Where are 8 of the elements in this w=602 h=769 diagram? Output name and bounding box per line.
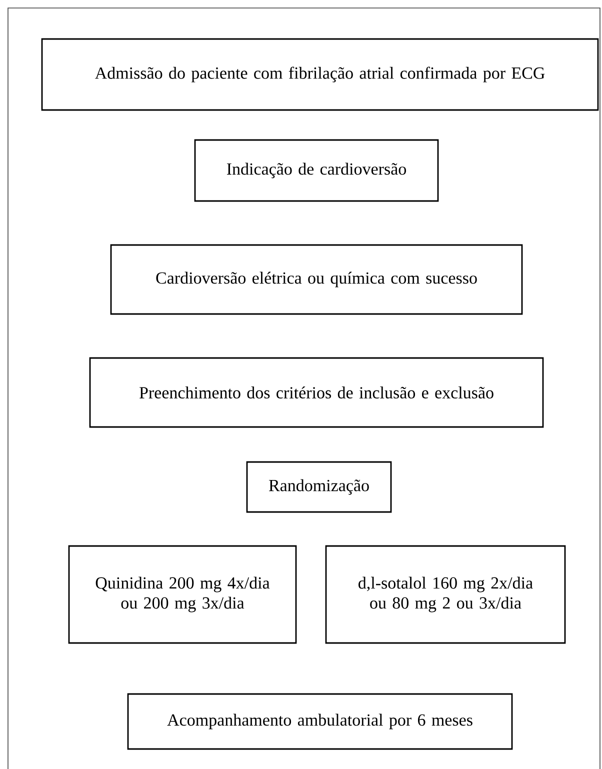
process-box: Randomização	[246, 461, 392, 513]
process-box: Quinidina 200 mg 4x/dia ou 200 mg 3x/dia	[68, 545, 297, 644]
process-box: d,l-sotalol 160 mg 2x/dia ou 80 mg 2 ou 3x/dia	[325, 545, 566, 644]
process-box: Acompanhamento ambulatorial por 6 meses	[127, 693, 513, 750]
process-box: Preenchimento dos critérios de inclusão e exclusão	[89, 357, 544, 428]
process-box: Cardioversão elétrica ou química com sucesso	[110, 244, 523, 315]
process-box: Admissão do paciente com fibrilação atrial confirmada por ECG	[41, 38, 599, 111]
process-box: Indicação de cardioversão	[194, 139, 439, 202]
